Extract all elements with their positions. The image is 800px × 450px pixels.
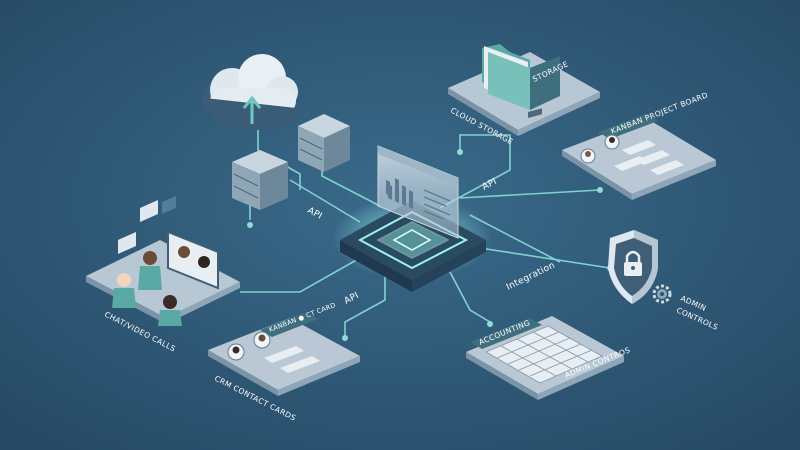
chat-bubble-icon — [118, 196, 176, 254]
avatar-icon — [227, 331, 271, 361]
accounting-node: ACCOUNTING — [466, 316, 624, 400]
avatar-icon — [580, 134, 620, 164]
cloud-upload-icon — [202, 54, 298, 130]
gear-icon — [652, 284, 672, 304]
bar-chart-icon — [377, 145, 459, 239]
cloud-storage-node: STORAGE — [448, 44, 600, 136]
video-call-icon — [167, 230, 219, 290]
chat-video-node — [86, 196, 240, 326]
central-hub — [332, 196, 492, 292]
shield-lock-icon — [608, 230, 658, 304]
spreadsheet-grid — [485, 325, 603, 384]
people-avatars — [112, 251, 182, 326]
server-rack-icon — [232, 114, 350, 210]
